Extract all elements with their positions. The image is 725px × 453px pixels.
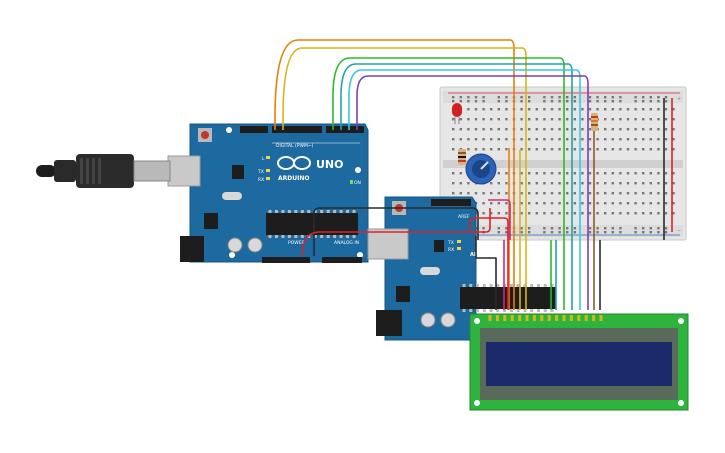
lcd-screen	[486, 342, 672, 386]
wire-yellow	[282, 47, 527, 130]
analog-header-label: ANALOG IN	[334, 240, 359, 246]
potentiometer-icon[interactable]	[465, 153, 497, 185]
resistor-icon	[458, 113, 598, 165]
on-label: ON	[354, 180, 361, 186]
wire-black	[313, 207, 479, 256]
arduino-brand: ARDUINO	[278, 175, 309, 182]
usb-port	[167, 155, 201, 187]
lcd-pin-header	[488, 315, 603, 321]
arduino-uno-main[interactable]: DIGITAL (PWM~) ARDUINO UNO L TX RX ON PO…	[167, 123, 369, 263]
atmega-chip	[266, 213, 358, 235]
digital-header-label: DIGITAL (PWM~)	[276, 143, 314, 149]
power-jack	[180, 236, 204, 262]
tx-label: TX	[257, 169, 264, 175]
reset-button[interactable]	[201, 131, 209, 139]
wire-green	[332, 57, 565, 310]
wire-purple	[356, 75, 589, 310]
rail-minus-label: −	[677, 228, 681, 234]
wires	[274, 39, 673, 310]
breadboard[interactable]: + −	[439, 86, 687, 241]
rx-label-2: RX	[448, 247, 454, 253]
arduino-brand-2: ARDUINO	[470, 252, 496, 258]
led-icon	[452, 103, 462, 124]
lcd-16x2[interactable]	[469, 313, 689, 411]
aref-label-2: AREF	[458, 214, 470, 220]
uno-model: UNO	[316, 158, 344, 171]
wire-teal	[340, 63, 573, 310]
arduino-logo	[277, 156, 311, 170]
breadboard-holes	[452, 96, 675, 234]
wire-red	[301, 208, 491, 257]
usb-port-2	[367, 228, 409, 260]
wire-orange	[274, 39, 515, 130]
usb-cable-icon	[36, 154, 171, 188]
l-label: L	[262, 156, 265, 162]
tx-label-2: TX	[447, 240, 454, 246]
rx-label: RX	[258, 177, 264, 183]
wire-magenta	[488, 199, 511, 240]
power-header-label: POWER	[288, 240, 305, 246]
wire-cyan	[348, 69, 581, 310]
rail-plus-label: +	[677, 96, 681, 102]
